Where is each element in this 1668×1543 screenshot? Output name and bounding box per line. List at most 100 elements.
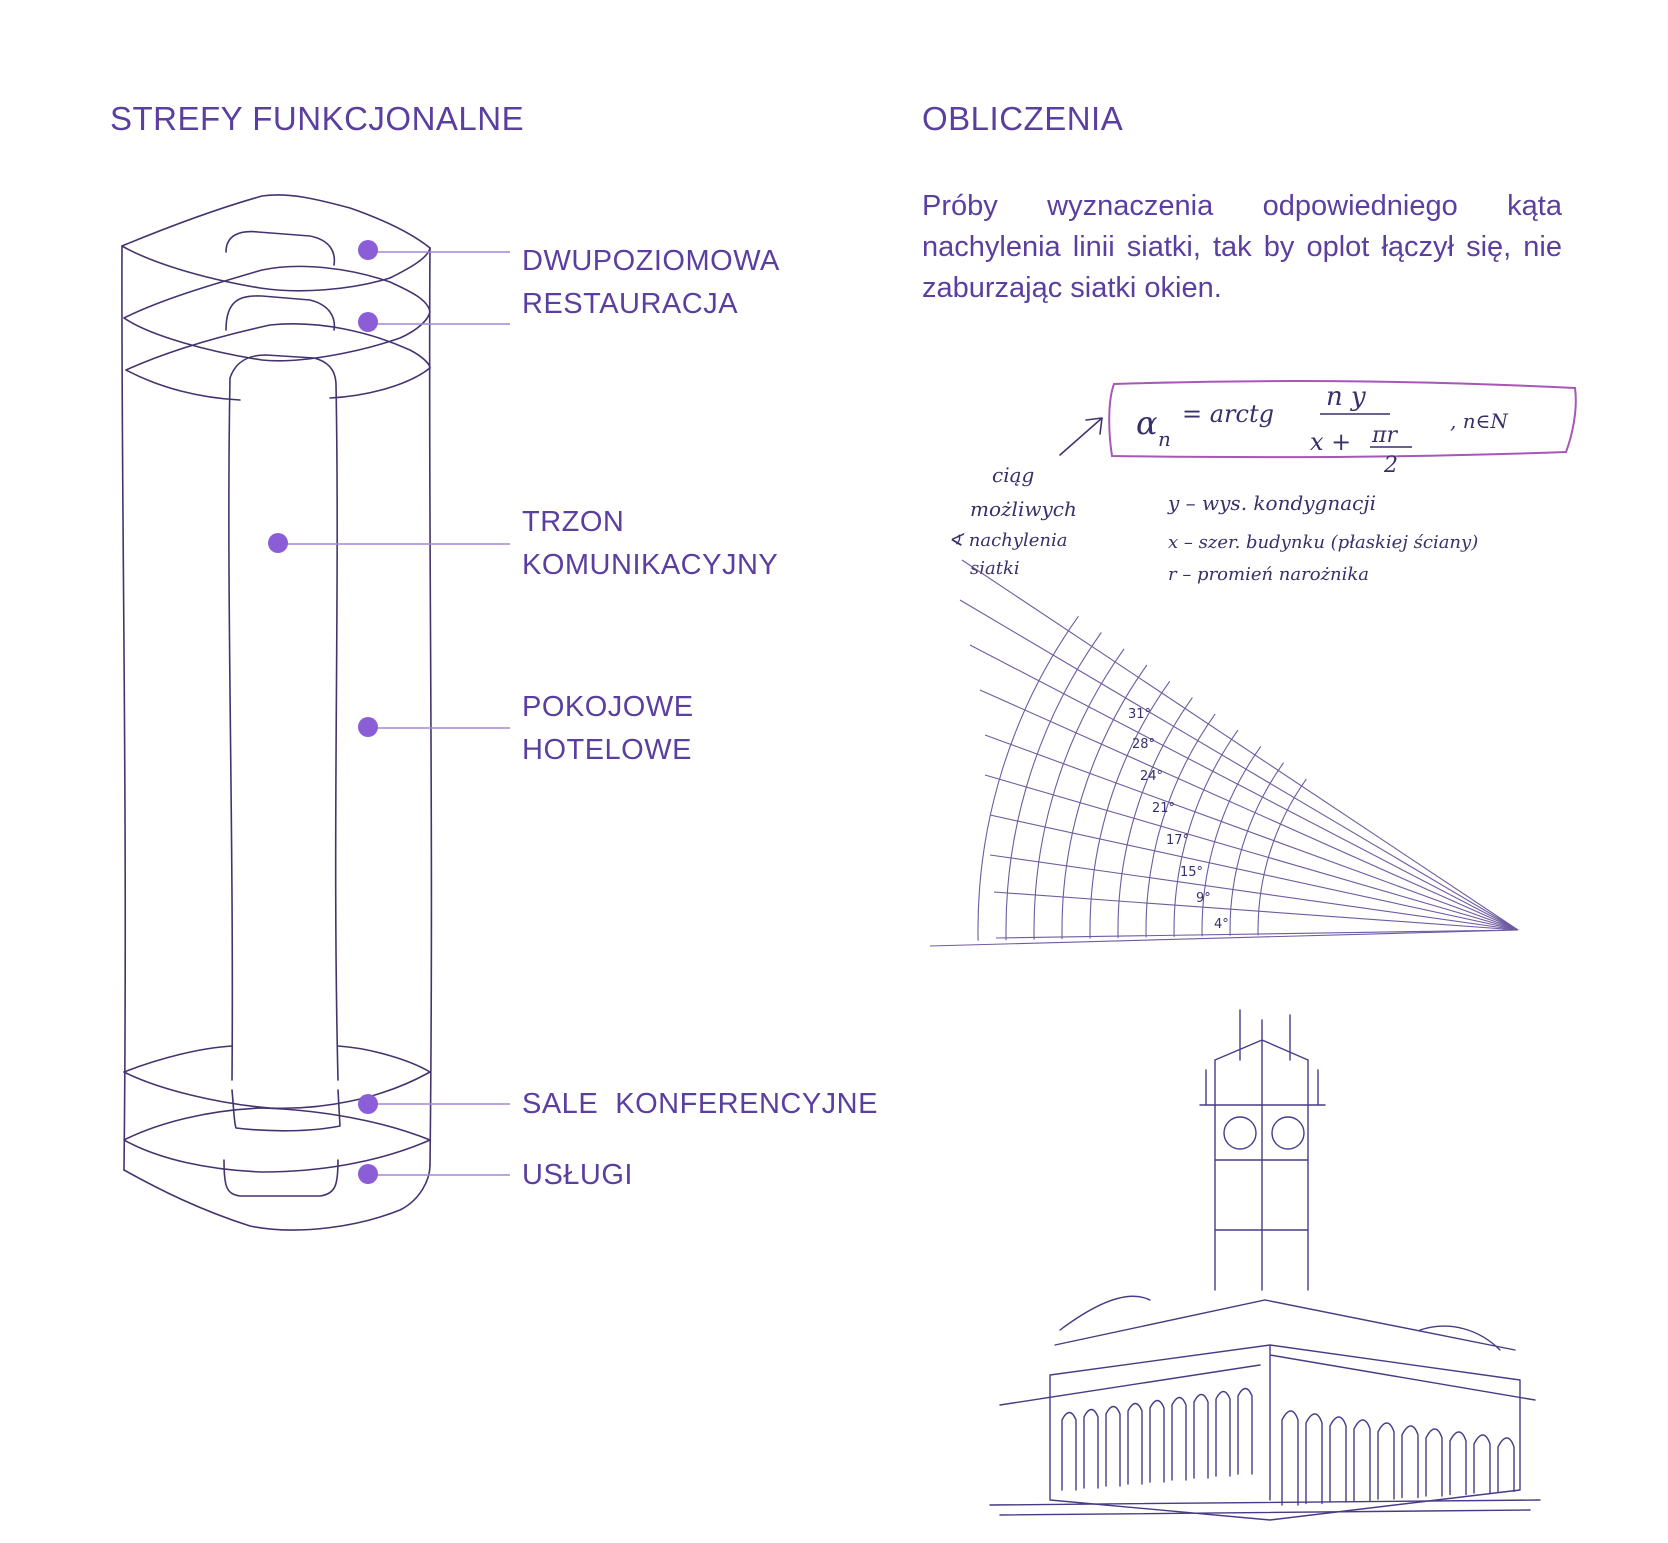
label-core: TRZON KOMUNIKACYJNY	[522, 501, 778, 587]
building-body	[999, 1295, 1536, 1521]
angle-arc	[1061, 664, 1148, 940]
window-right-wing	[1353, 1419, 1371, 1502]
zone-dot-restaurant-upper	[358, 240, 378, 260]
label-core-line2: KOMUNIKACYJNY	[522, 549, 779, 581]
slope-baseline	[929, 929, 1519, 947]
formula-two: 2	[1383, 453, 1398, 478]
angle-labels: 31°28°24°21°17°15°9°4°	[1128, 707, 1229, 932]
window-right-wing	[1377, 1422, 1395, 1500]
window-left-wing	[1193, 1393, 1209, 1479]
angle-label: 21°	[1152, 801, 1175, 816]
angle-label: 28°	[1132, 737, 1155, 752]
tower-bottom-cap	[123, 1164, 431, 1231]
zone-dot-restaurant-lower	[358, 312, 378, 332]
side-note-line2: możliwych	[970, 497, 1077, 521]
zone-dot-rooms	[358, 717, 378, 737]
label-rooms-line2: HOTELOWE	[522, 734, 692, 766]
communication-core	[228, 354, 339, 1081]
zone-dot-services	[358, 1164, 378, 1184]
window-left-wing	[1061, 1411, 1077, 1491]
slope-line	[969, 644, 1519, 931]
formula-lhs: α	[1136, 404, 1158, 442]
zone-dot-core	[268, 533, 288, 553]
side-note-line3: ∢ nachylenia	[948, 530, 1067, 551]
angle-label: 17°	[1166, 833, 1189, 848]
clock-face-right	[1271, 1116, 1305, 1150]
legend-r: r – promień narożnika	[1168, 564, 1369, 585]
label-services: USŁUGI	[522, 1159, 633, 1191]
window-left-wing	[1127, 1402, 1143, 1485]
angle-arc	[1145, 713, 1216, 938]
window-left-wing	[1171, 1396, 1187, 1481]
ground-lines	[989, 1499, 1541, 1516]
formula-arrow	[1059, 417, 1103, 456]
window-right-wing	[1425, 1428, 1443, 1497]
right-section-title: OBLICZENIA	[922, 100, 1124, 137]
angle-arc	[1117, 697, 1193, 939]
angle-label: 4°	[1214, 917, 1229, 932]
conference-slab	[123, 1045, 431, 1132]
slope-line	[961, 559, 1519, 931]
angle-arc	[977, 615, 1079, 941]
formula-eq: = arctg	[1182, 400, 1274, 428]
variable-legend: y – wys. kondygnacji x – szer. budynku (…	[1167, 491, 1478, 585]
tower-top-cap	[121, 194, 431, 249]
angle-arc	[1173, 729, 1239, 937]
legend-x: x – szer. budynku (płaskiej ściany)	[1168, 532, 1478, 553]
angle-label: 9°	[1196, 891, 1211, 906]
angle-arc	[1229, 762, 1285, 936]
zone-dot-conference	[358, 1094, 378, 1114]
label-restaurant: DWUPOZIOMOWA RESTAURACJA	[522, 240, 780, 326]
slope-line	[984, 774, 1519, 931]
slope-line	[995, 929, 1519, 939]
services-slab	[123, 1107, 431, 1197]
label-rooms-line1: POKOJOWE	[522, 691, 694, 723]
window-right-wing	[1449, 1431, 1467, 1496]
formula-condition: , n∈N	[1450, 409, 1509, 433]
side-note-line1: ciąg	[992, 463, 1034, 487]
angle-arcs	[977, 615, 1307, 941]
slope-line	[979, 689, 1519, 931]
label-restaurant-line2: RESTAURACJA	[522, 288, 739, 320]
clock-tower	[1199, 1009, 1326, 1291]
restaurant-slab-upper	[121, 230, 431, 292]
angle-arc	[1089, 680, 1171, 939]
slope-line	[984, 734, 1519, 931]
angle-arc	[1033, 648, 1125, 940]
formula-lhs-subscript: n	[1158, 427, 1171, 451]
label-restaurant-line1: DWUPOZIOMOWA	[522, 245, 780, 277]
window-right-wing	[1497, 1437, 1515, 1493]
angle-label: 31°	[1128, 707, 1151, 722]
window-left-wing	[1215, 1390, 1231, 1477]
label-conference: SALE KONFERENCYJNE	[522, 1088, 878, 1120]
angle-arc	[1201, 746, 1262, 937]
window-left-wing	[1237, 1387, 1253, 1475]
slope-line	[989, 814, 1519, 931]
slope-line	[993, 891, 1519, 931]
label-rooms: POKOJOWE HOTELOWE	[522, 686, 694, 772]
slope-line	[989, 854, 1519, 931]
restaurant-slab-middle	[123, 265, 431, 362]
calculation-description: Próby wyznaczenia odpowiedniego kąta nac…	[922, 190, 1562, 304]
window-left-wing	[1105, 1405, 1121, 1487]
formula-numerator: n y	[1326, 382, 1366, 412]
angle-label: 15°	[1180, 865, 1203, 880]
window-right-wing	[1281, 1410, 1299, 1506]
zone-leaders	[268, 240, 510, 1184]
formula-box	[1108, 380, 1577, 459]
window-left-wing	[1083, 1408, 1099, 1489]
window-left-wing	[1149, 1399, 1165, 1483]
formula-pi-r: πr	[1371, 423, 1398, 448]
formula-denominator-left: x +	[1310, 428, 1351, 456]
window-right-wing	[1305, 1413, 1323, 1505]
window-right-wing	[1473, 1434, 1491, 1494]
clock-face-left	[1223, 1116, 1257, 1150]
rooms-slab-top	[125, 323, 431, 401]
angle-arc	[1005, 632, 1102, 941]
side-note: ciąg możliwych ∢ nachylenia siatki	[948, 463, 1077, 579]
window-right-wing	[1329, 1416, 1347, 1503]
label-core-line1: TRZON	[522, 506, 625, 538]
